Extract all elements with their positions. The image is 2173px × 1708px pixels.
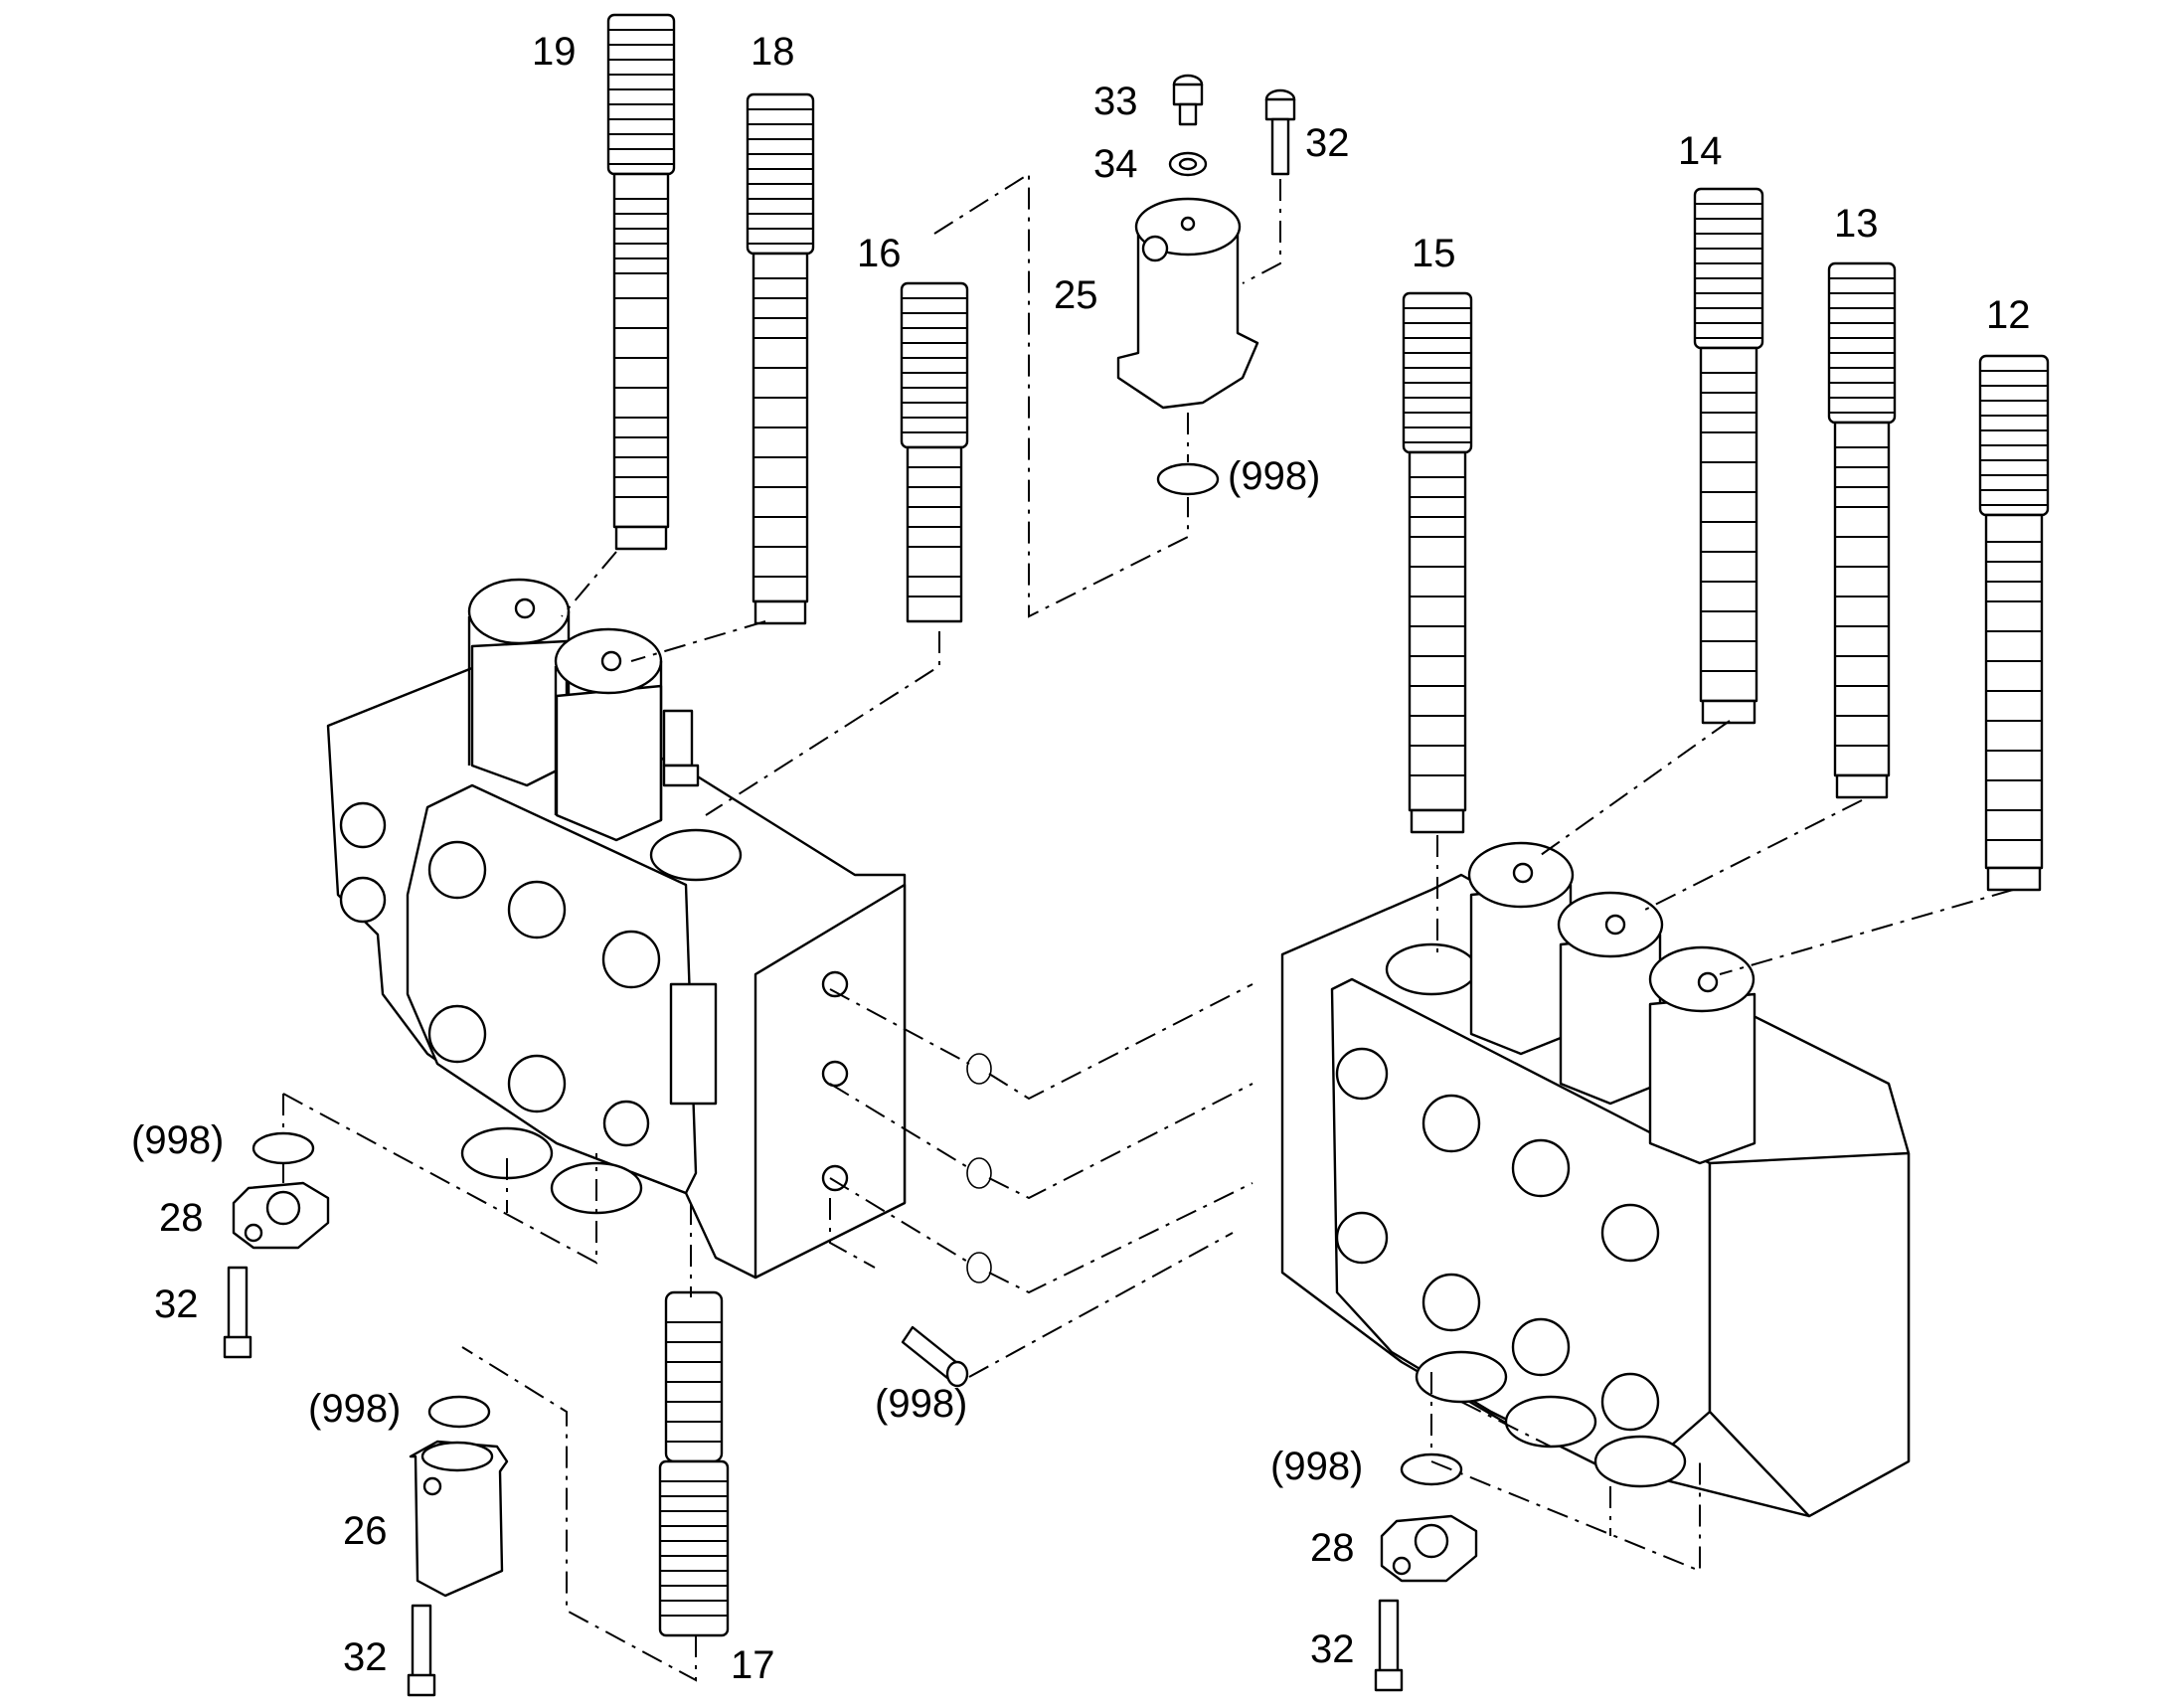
- callout-32-lower-left: 32: [343, 1635, 388, 1679]
- left-valve-body: [326, 664, 907, 1280]
- callout-28-right: 28: [1310, 1526, 1355, 1570]
- callout-26: 26: [343, 1509, 388, 1553]
- callout-998-lower-left: (998): [308, 1387, 401, 1431]
- o-ring-middle-3: [966, 1252, 992, 1283]
- right-solenoid-3: [1648, 945, 1756, 1165]
- callout-998-left: (998): [131, 1118, 224, 1162]
- spool-14: [1693, 187, 1764, 725]
- spool-15: [1402, 291, 1473, 834]
- callout-32-top: 32: [1305, 121, 1350, 165]
- callout-34: 34: [1093, 142, 1138, 186]
- callout-15: 15: [1412, 232, 1456, 275]
- callout-18: 18: [751, 30, 795, 74]
- o-ring-998-top: [1156, 462, 1220, 496]
- cover-25: [1116, 197, 1259, 410]
- flange-28-right: [1380, 1514, 1478, 1583]
- callout-998-pin: (998): [875, 1382, 967, 1426]
- callout-25: 25: [1054, 273, 1098, 317]
- screw-32-lower-right: [1374, 1599, 1404, 1692]
- callout-16: 16: [857, 232, 902, 275]
- housing-26: [409, 1440, 509, 1598]
- spool-18: [746, 92, 815, 625]
- callout-12: 12: [1986, 293, 2031, 337]
- right-valve-body: [1280, 873, 1911, 1518]
- screw-33: [1172, 74, 1204, 126]
- callouts: 19 18 16 33 34 32 25 (998) 15 14 13 12 (…: [131, 30, 2031, 1687]
- assembly-lines: [282, 172, 2014, 1682]
- o-ring-998-right: [1400, 1452, 1463, 1486]
- spool-19: [606, 13, 676, 551]
- left-solenoid-1: [467, 578, 571, 787]
- spool-16: [900, 281, 969, 623]
- callout-14: 14: [1678, 129, 1723, 173]
- callout-19: 19: [532, 30, 577, 74]
- right-solenoid-2: [1557, 891, 1664, 1106]
- washer-34: [1168, 151, 1208, 177]
- spool-13: [1827, 261, 1897, 799]
- o-ring-middle-1: [966, 1053, 992, 1085]
- callout-17: 17: [731, 1643, 775, 1687]
- callout-33: 33: [1093, 80, 1138, 123]
- callout-32-lower-right: 32: [1310, 1627, 1355, 1671]
- o-ring-998-lower-left: [427, 1395, 491, 1429]
- o-ring-998-left: [251, 1131, 315, 1165]
- callout-998-top: (998): [1228, 454, 1320, 498]
- right-solenoid-1: [1467, 841, 1575, 1056]
- dowel-pin-998: [901, 1325, 969, 1388]
- callout-28-left: 28: [159, 1196, 204, 1240]
- screw-32-lower-left: [407, 1604, 436, 1697]
- callout-32-left: 32: [154, 1282, 199, 1326]
- spool-17: [658, 1290, 730, 1637]
- callout-998-right: (998): [1270, 1445, 1363, 1488]
- o-ring-middle-2: [966, 1157, 992, 1189]
- spool-12: [1978, 354, 2050, 892]
- flange-28-left: [232, 1181, 330, 1250]
- left-solenoid-2: [554, 627, 700, 842]
- screw-32-top: [1264, 88, 1296, 176]
- screw-32-left: [223, 1266, 252, 1359]
- callout-13: 13: [1834, 202, 1879, 246]
